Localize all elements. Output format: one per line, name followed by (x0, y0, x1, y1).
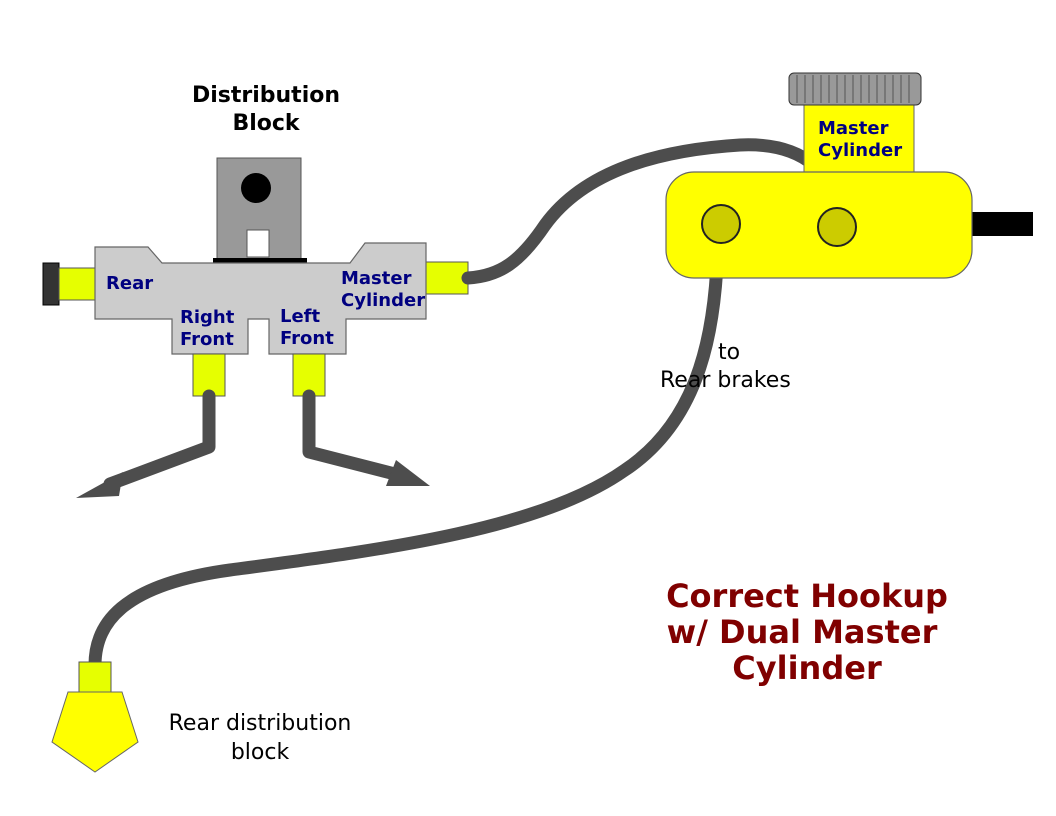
distribution-block-body (94, 242, 427, 355)
port-label-right-front-line1: Right (180, 307, 235, 328)
caption-line3: Cylinder (732, 649, 882, 687)
port-label-master-line1: Master (341, 268, 412, 289)
rear-block-label-line1: Rear distribution (169, 711, 352, 736)
master-cylinder-front-outlet (817, 207, 857, 247)
left-front-brake-line (302, 389, 402, 481)
master-port-fitting (424, 261, 469, 295)
bracket-slot (246, 229, 270, 258)
right-front-arrow-icon (76, 472, 123, 498)
right-front-brake-line (103, 389, 216, 491)
port-label-left-front-line1: Left (280, 306, 321, 327)
rear-brakes-line (88, 219, 725, 672)
rear-block-label-line2: block (231, 740, 290, 765)
rear-port-fitting (42, 262, 98, 306)
caption-line1: Correct Hookup (666, 577, 948, 615)
master-cylinder-rear-outlet (701, 204, 741, 244)
left-front-arrow-icon (386, 460, 430, 486)
port-label-rear: Rear (106, 273, 153, 294)
rear-distribution-block (51, 661, 139, 773)
master-cylinder-reservoir (803, 95, 915, 177)
bracket-bolt-hole (241, 173, 271, 203)
reservoir-cap-icon (788, 72, 922, 106)
master-cylinder-label-line1: Master (818, 118, 889, 139)
right-front-port-fitting (192, 353, 226, 397)
master-cylinder-pushrod (970, 212, 1033, 236)
port-label-master-line2: Cylinder (341, 290, 425, 311)
distribution-block-title-line1: Distribution (192, 83, 340, 108)
mounting-bracket (213, 157, 307, 264)
master-cylinder-label-line2: Cylinder (818, 140, 902, 161)
master-cylinder (665, 72, 1033, 279)
port-label-left-front-line2: Front (280, 328, 334, 349)
distribution-block-title-line2: Block (232, 111, 300, 136)
caption-line2: w/ Dual Master (667, 613, 938, 651)
port-label-right-front-line2: Front (180, 329, 234, 350)
to-rear-brakes-line1: to (718, 340, 740, 365)
to-rear-brakes-line2: Rear brakes (660, 368, 791, 393)
